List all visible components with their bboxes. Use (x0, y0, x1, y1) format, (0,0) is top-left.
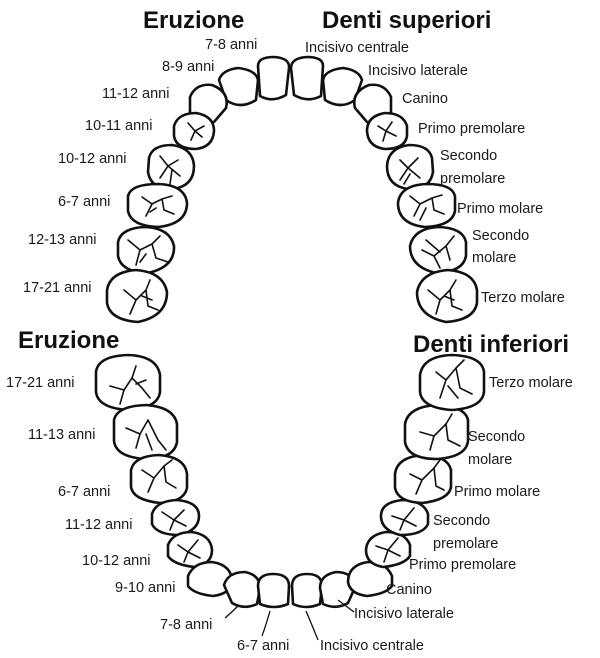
tooth-lower-left-central-incisor (256, 572, 291, 609)
lower-tooth-label-second-molar-line1: Secondo (468, 429, 525, 445)
upper-tooth-label-second-premolar-line2: premolare (440, 171, 505, 187)
lower-age-label-3: 6-7 anni (58, 484, 110, 500)
lower-tooth-label-first-premolar: Primo premolare (409, 557, 516, 573)
lower-tooth-label-second-premolar-line1: Secondo (433, 513, 490, 529)
tooth-lower-right-central-incisor (290, 572, 324, 609)
upper-age-label-3: 11-12 anni (102, 86, 169, 102)
upper-tooth-label-first-premolar: Primo premolare (418, 121, 525, 137)
upper-age-label-1: 7-8 anni (205, 37, 257, 53)
tooth-lower-left-lateral-incisor (222, 570, 262, 609)
tooth-lower-left-first-molar (129, 453, 189, 505)
upper-age-label-6: 6-7 anni (58, 194, 110, 210)
lower-tooth-label-third-molar: Terzo molare (489, 375, 573, 391)
upper-age-label-2: 8-9 anni (162, 59, 214, 75)
lower-age-label-8: 6-7 anni (237, 638, 289, 654)
tooth-upper-left-lateral-incisor (217, 66, 260, 107)
tooth-lower-right-second-premolar (379, 498, 430, 537)
lower-tooth-label-central-incisor: Incisivo centrale (320, 638, 424, 654)
upper-tooth-label-third-molar: Terzo molare (481, 290, 565, 306)
tooth-lower-right-second-molar (403, 403, 470, 461)
lower-tooth-label-lateral-incisor: Incisivo laterale (354, 606, 454, 622)
lower-tooth-label-first-molar: Primo molare (454, 484, 540, 500)
heading-eruption-lower: Eruzione (18, 327, 119, 354)
leader-lines (224, 599, 355, 641)
upper-tooth-label-second-premolar-line1: Secondo (440, 148, 497, 164)
tooth-lower-left-third-molar (94, 353, 162, 412)
tooth-upper-right-central-incisor (289, 55, 325, 101)
tooth-upper-left-central-incisor (256, 55, 291, 101)
tooth-upper-left-third-molar (105, 268, 169, 324)
upper-tooth-label-central-incisor: Incisivo centrale (305, 40, 409, 56)
upper-tooth-label-second-molar-line2: molare (472, 250, 516, 266)
tooth-upper-right-lateral-incisor (321, 66, 364, 107)
tooth-upper-right-third-molar (415, 268, 479, 324)
lower-age-label-1: 17-21 anni (6, 375, 75, 391)
lower-age-label-5: 10-12 anni (82, 553, 151, 569)
upper-age-label-8: 17-21 anni (23, 280, 92, 296)
tooth-upper-right-first-molar (396, 182, 457, 229)
upper-tooth-label-lateral-incisor: Incisivo laterale (368, 63, 468, 79)
tooth-lower-right-third-molar (418, 353, 486, 412)
upper-age-label-4: 10-11 anni (85, 118, 152, 134)
upper-age-label-7: 12-13 anni (28, 232, 97, 248)
lower-tooth-label-second-premolar-line2: premolare (433, 536, 498, 552)
upper-tooth-label-canine: Canino (402, 91, 448, 107)
heading-eruption-upper: Eruzione (143, 7, 244, 34)
lower-age-label-6: 9-10 anni (115, 580, 175, 596)
lower-age-label-4: 11-12 anni (65, 517, 132, 533)
lower-tooth-label-canine: Canino (386, 582, 432, 598)
tooth-upper-left-second-molar (116, 225, 176, 275)
lower-tooth-label-second-molar-line2: molare (468, 452, 512, 468)
heading-upper-teeth: Denti superiori (322, 7, 491, 34)
upper-age-label-5: 10-12 anni (58, 151, 127, 167)
heading-lower-teeth: Denti inferiori (413, 331, 569, 358)
upper-tooth-label-second-molar-line1: Secondo (472, 228, 529, 244)
lower-age-label-2: 11-13 anni (28, 427, 95, 443)
upper-tooth-label-first-molar: Primo molare (457, 201, 543, 217)
lower-age-label-7: 7-8 anni (160, 617, 212, 633)
tooth-lower-right-canine (346, 560, 394, 598)
tooth-upper-left-first-molar (126, 182, 189, 229)
tooth-lower-left-second-molar (112, 403, 179, 461)
occlusal-fissures (109, 121, 473, 563)
